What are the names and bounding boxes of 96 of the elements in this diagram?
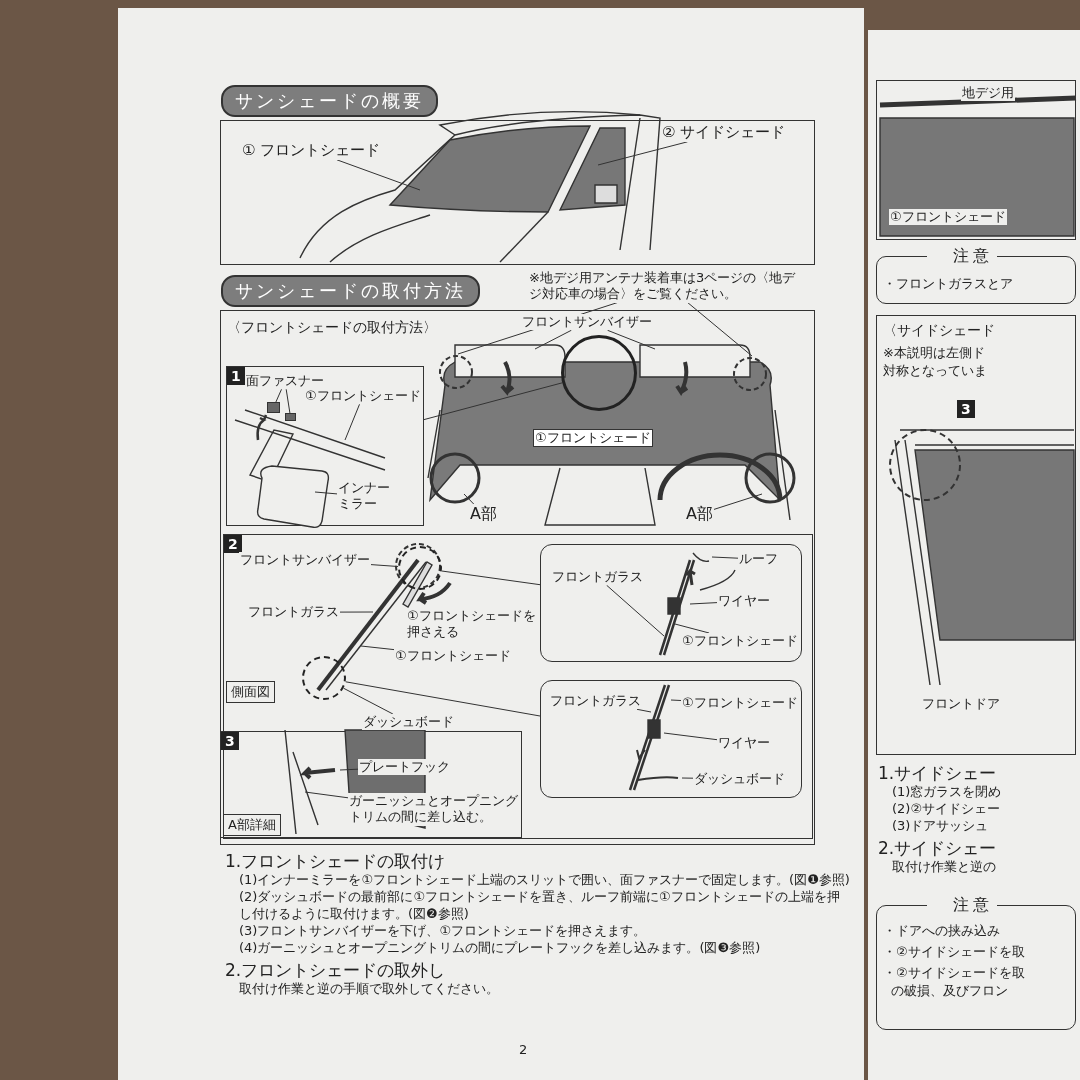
part-label: ①フロントシェード <box>681 695 799 712</box>
leader-line <box>689 602 718 605</box>
leader-line <box>670 699 682 701</box>
leader-line <box>304 791 349 799</box>
part-label: A部 <box>469 504 498 524</box>
part-label: ①フロントシェード <box>681 633 799 650</box>
connector-line <box>275 388 282 403</box>
figure-panel <box>876 80 1076 240</box>
leader-line <box>674 623 710 634</box>
caution-heading: 注意 <box>927 246 997 267</box>
fastener-icon <box>267 402 280 413</box>
part-label: ② サイドシェード <box>661 123 787 142</box>
figure-panel <box>876 315 1076 755</box>
part-label: 地デジ用 <box>961 85 1015 102</box>
part-label: ダッシュボード <box>362 714 455 731</box>
subsection-heading: 〈サイドシェード <box>883 322 995 340</box>
leader-line <box>663 732 718 741</box>
figure-number: 3 <box>221 732 239 750</box>
caution-heading: 注意 <box>927 895 997 916</box>
instruction-text: 取付け作業と逆の <box>892 858 997 876</box>
instruction-heading: 1.フロントシェードの取付け <box>225 850 447 873</box>
detail-panel <box>540 680 802 798</box>
note-text: ※本説明は左側ド対称となっていま <box>883 344 988 380</box>
magnifier-circle <box>302 656 346 700</box>
instruction-text: (4)ガーニッシュとオープニングトリムの間にプレートフックを差し込みます。(図❸参照) <box>239 939 762 957</box>
leader-line <box>339 611 374 613</box>
connector-line <box>343 687 394 715</box>
connector-line <box>441 570 541 586</box>
figure-number: 3 <box>957 400 975 418</box>
instruction-heading: 2.フロントシェードの取外し <box>225 958 447 981</box>
part-label: ガーニッシュとオープニングトリムの間に差し込む。 <box>348 793 520 826</box>
connector-line <box>345 681 541 717</box>
section-heading: サンシェードの取付方法 <box>221 275 480 307</box>
view-label: 側面図 <box>226 681 275 703</box>
part-label: ワイヤー <box>717 593 771 610</box>
part-label: フロントガラス <box>551 569 644 586</box>
part-label: フロントガラス <box>247 604 340 621</box>
figure-panel <box>220 731 522 838</box>
instruction-text: (1)窓ガラスを閉め <box>892 784 1003 801</box>
leader-line <box>681 777 694 779</box>
leader-line <box>314 491 338 495</box>
part-label: ① フロントシェード <box>241 141 382 160</box>
caution-text: ・フロントガラスとア <box>883 275 1013 293</box>
part-label: ①フロントシェード <box>889 209 1007 226</box>
connector-line <box>423 382 563 421</box>
connector-line <box>370 564 399 567</box>
leader-line <box>344 403 360 441</box>
figure-panel <box>226 366 424 526</box>
section-heading: サンシェードの概要 <box>221 85 438 117</box>
part-label: ①フロントシェード <box>394 648 512 665</box>
caution-text: の破損、及びフロン <box>891 982 1008 1000</box>
instruction-text: (2)②サイドシェー <box>892 801 1002 818</box>
instruction-text: (2)ダッシュボードの最前部に①フロントシェードを置き、ルーフ前端に①フロントシェードの上端を押し付けるように取付けます。(図❷参照) <box>239 889 841 923</box>
instruction-text: 取付け作業と逆の手順で取外してください。 <box>239 980 500 998</box>
leader-line <box>336 159 421 191</box>
part-label: フロントサンバイザー <box>521 314 653 331</box>
leader-line <box>711 556 739 559</box>
figure-number: 2 <box>224 535 242 553</box>
leader-line <box>339 768 359 771</box>
part-label: ルーフ <box>738 551 779 568</box>
part-label: フロントガラス <box>549 693 642 710</box>
view-label: A部詳細 <box>223 814 281 836</box>
instruction-heading: 2.サイドシェー <box>878 836 998 859</box>
instruction-text: (1)インナーミラーを①フロントシェード上端のスリットで囲い、面ファスナーで固定します。(図❶参照) <box>239 872 850 889</box>
magnifier-circle <box>561 335 637 411</box>
part-label: 面ファスナー <box>245 373 325 390</box>
part-label: プレートフック <box>358 759 451 776</box>
part-label: フロントサンバイザー <box>239 552 371 569</box>
detail-panel <box>540 544 802 662</box>
part-label: ①フロントシェード <box>533 429 653 448</box>
instruction-heading: 1.サイドシェー <box>878 762 998 785</box>
caution-text: ・②サイドシェードを取 <box>883 943 1025 961</box>
part-label: フロントドア <box>921 696 1001 713</box>
leader-line <box>534 329 572 350</box>
part-label: ①フロントシェード <box>304 388 422 405</box>
leader-line <box>713 493 763 510</box>
fastener-icon <box>285 413 296 421</box>
magnifier-circle <box>398 546 442 590</box>
part-label: ワイヤー <box>717 735 771 752</box>
part-label: ダッシュボード <box>693 771 786 788</box>
figure-panel <box>223 534 813 839</box>
caution-text: ・②サイドシェードを取 <box>883 964 1025 982</box>
leader-line <box>606 584 665 637</box>
caution-text: ・ドアへの挟み込み <box>883 922 1000 940</box>
instruction-text: (3)フロントサンバイザーを下げ、①フロントシェードを押さえます。 <box>239 922 648 940</box>
part-label: A部 <box>685 504 714 524</box>
leader-line <box>597 141 688 166</box>
part-label: ①フロントシェードを押さえる <box>406 608 538 641</box>
leader-line <box>463 493 475 505</box>
connector-line <box>285 388 291 414</box>
leader-line <box>360 645 395 651</box>
figure-number: 1 <box>227 367 245 385</box>
instruction-text: (3)ドアサッシュ <box>892 817 990 835</box>
leader-line <box>636 708 652 713</box>
leader-line <box>607 329 656 350</box>
leader-line <box>687 302 753 357</box>
